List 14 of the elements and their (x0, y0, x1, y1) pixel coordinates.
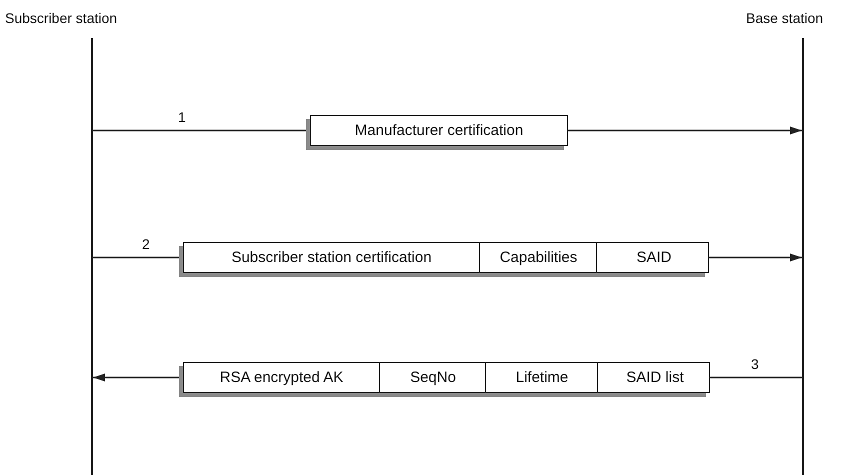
message-field: SeqNo (379, 363, 486, 392)
message-field: SAID (596, 243, 711, 272)
message-field: Capabilities (479, 243, 597, 272)
message-field: SAID list (597, 363, 712, 392)
message-field: Subscriber station certification (184, 243, 479, 272)
station-label: Base station (746, 10, 824, 26)
arrow (568, 126, 802, 134)
station-label: Subscriber station (5, 10, 118, 26)
message-line (710, 376, 802, 378)
arrow (709, 254, 802, 262)
lifeline (802, 38, 804, 475)
lifeline (91, 38, 93, 475)
message-field: Lifetime (485, 363, 598, 392)
message-field: RSA encrypted AK (184, 363, 379, 392)
